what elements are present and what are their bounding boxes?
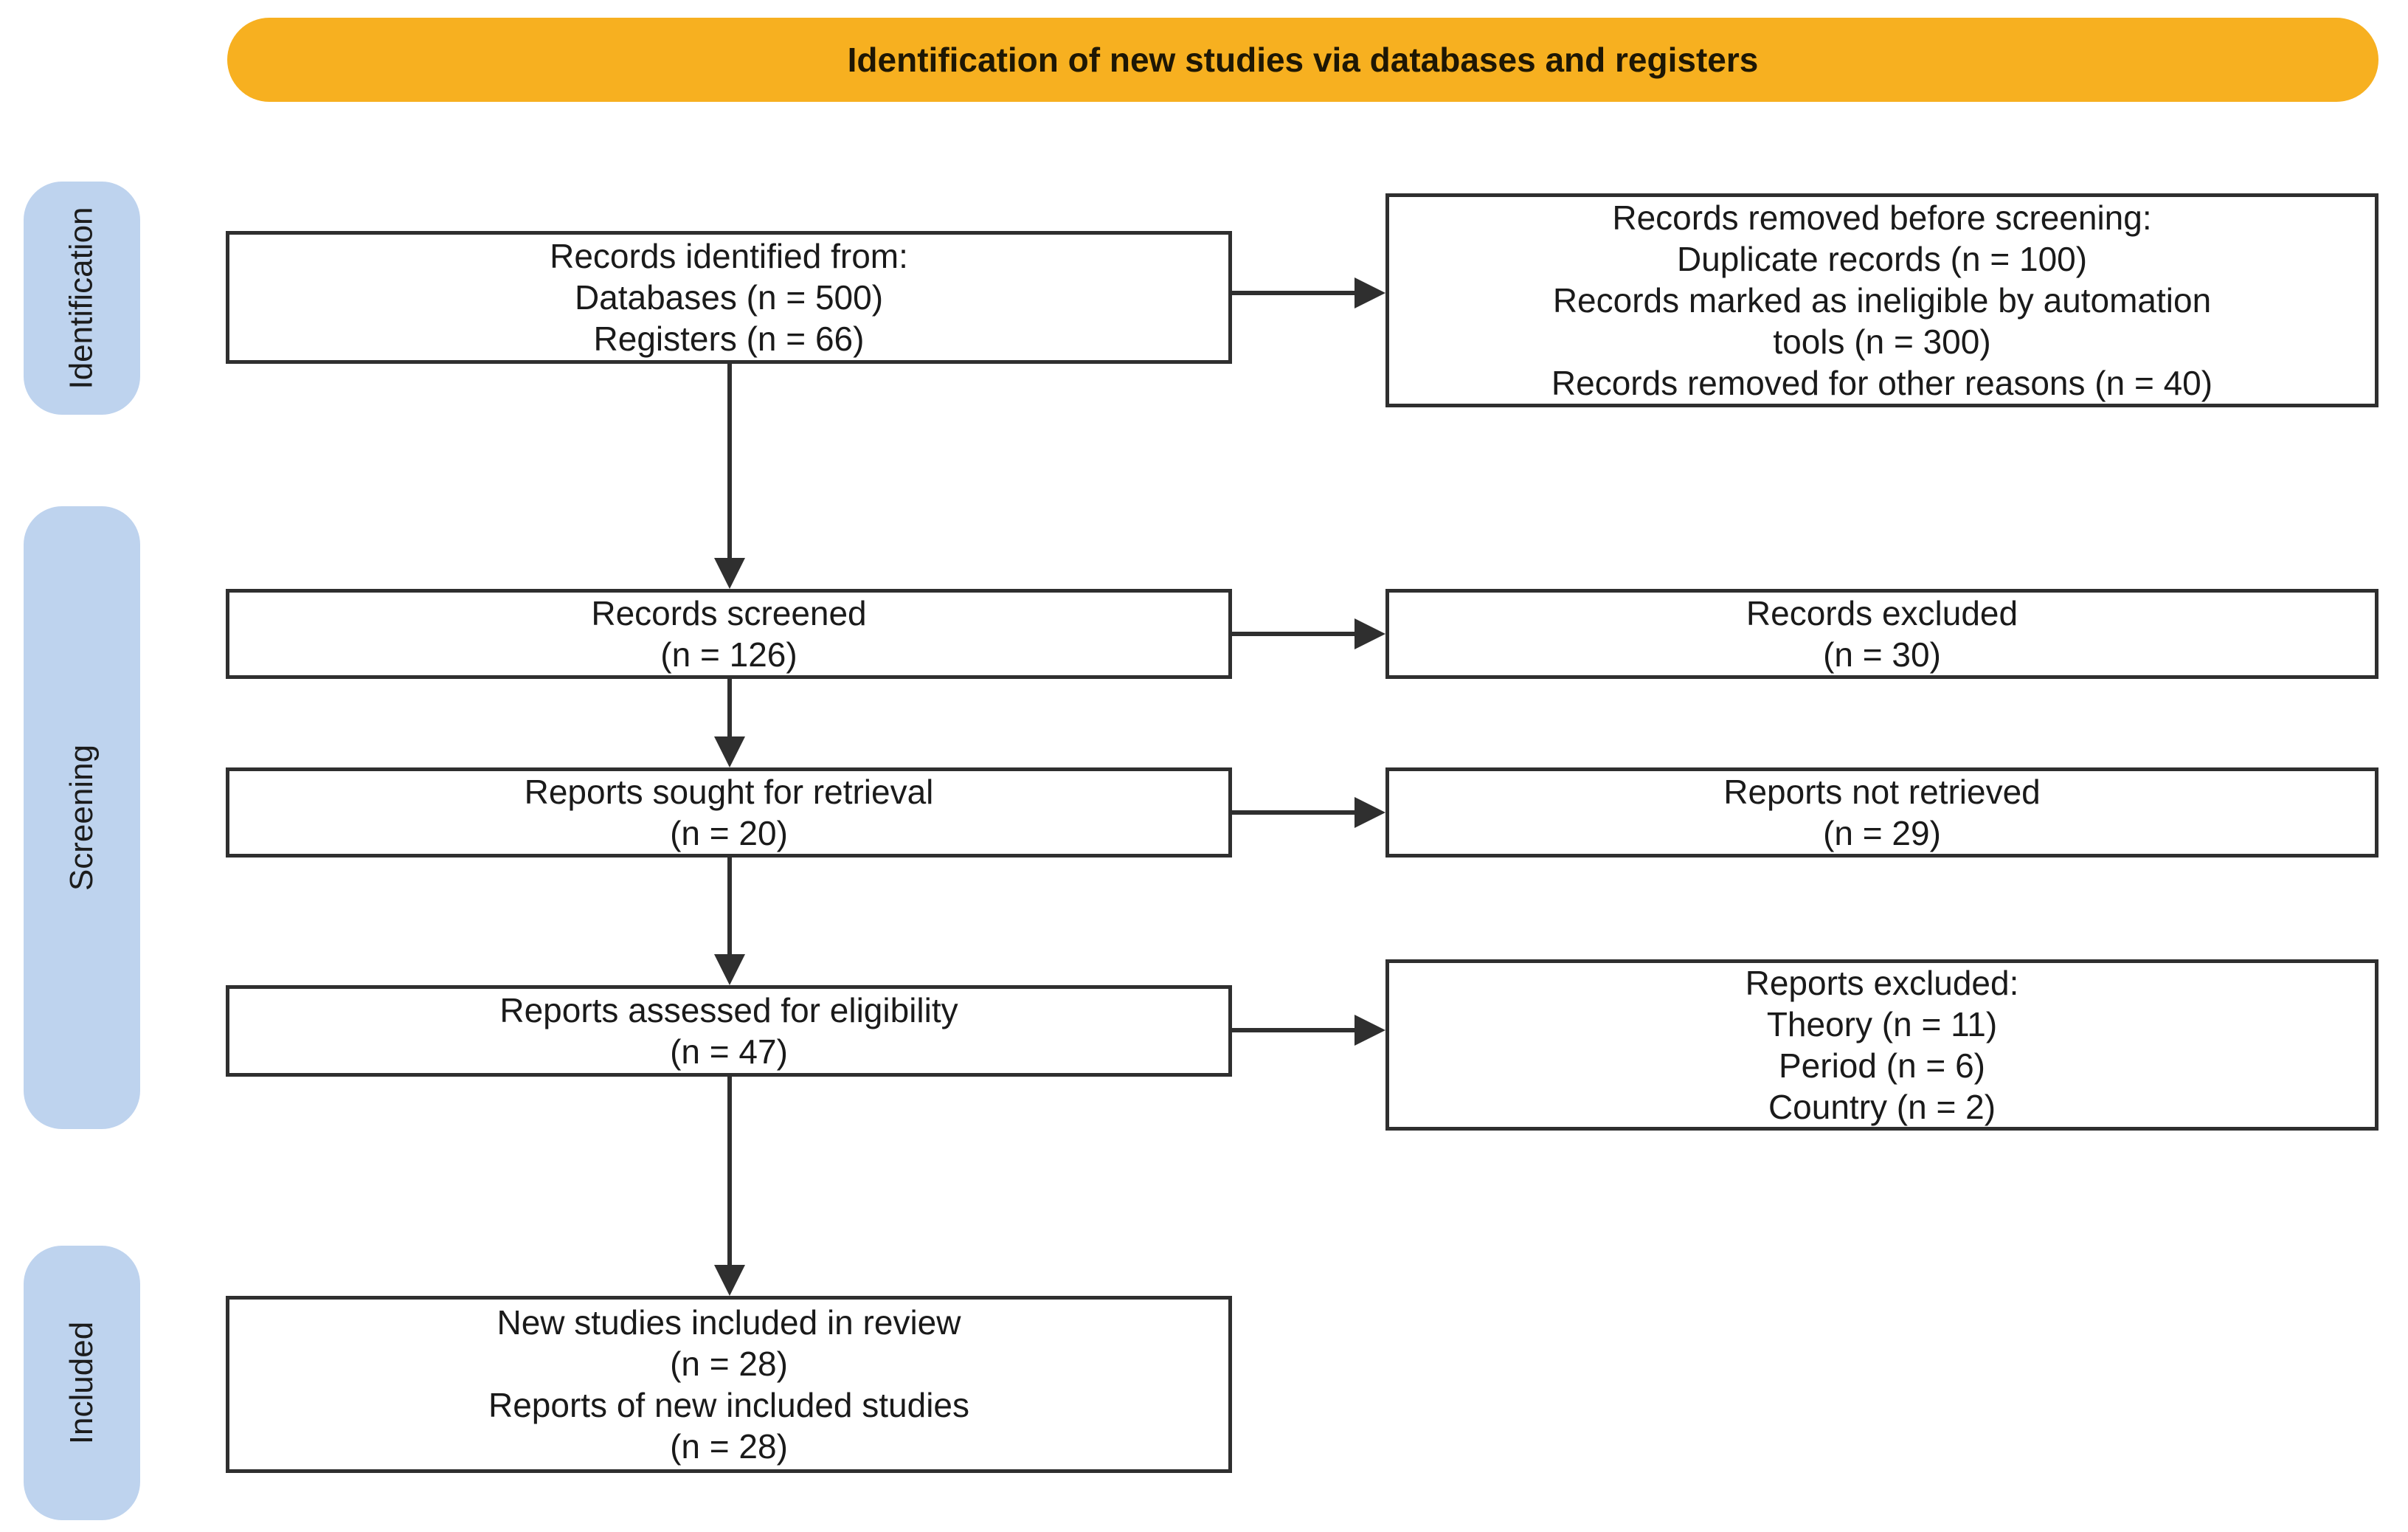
arrow-down-icon-2 — [714, 736, 745, 767]
flow-box-reports-not-retrieved: Reports not retrieved (n = 29) — [1385, 767, 2378, 858]
arrow-down-icon-1 — [714, 558, 745, 589]
arrow-line-down-3 — [727, 858, 732, 954]
flow-box-records-screened: Records screened (n = 126) — [226, 589, 1232, 679]
arrow-down-icon-3 — [714, 954, 745, 985]
arrow-line-down-4 — [727, 1077, 732, 1265]
flow-box-reports-assessed: Reports assessed for eligibility (n = 47… — [226, 985, 1232, 1077]
stage-pill-screening: Screening — [24, 506, 140, 1129]
stage-label-identification: Identification — [63, 207, 100, 390]
arrow-line-right-2 — [1232, 632, 1354, 636]
stage-pill-identification: Identification — [24, 182, 140, 415]
arrow-line-right-4 — [1232, 1028, 1354, 1032]
arrow-line-right-3 — [1232, 810, 1354, 815]
flow-box-reports-sought: Reports sought for retrieval (n = 20) — [226, 767, 1232, 858]
stage-label-included: Included — [63, 1321, 100, 1445]
arrow-right-icon-2 — [1354, 618, 1385, 649]
stage-pill-included: Included — [24, 1246, 140, 1520]
flow-box-records-removed: Records removed before screening: Duplic… — [1385, 193, 2378, 407]
arrow-right-icon-1 — [1354, 277, 1385, 308]
flow-box-new-studies-included: New studies included in review (n = 28) … — [226, 1296, 1232, 1473]
arrow-line-right-1 — [1232, 291, 1354, 295]
title-banner: Identification of new studies via databa… — [227, 18, 2378, 102]
stage-label-screening: Screening — [63, 744, 100, 891]
arrow-right-icon-4 — [1354, 1015, 1385, 1046]
flow-box-reports-excluded: Reports excluded: Theory (n = 11) Period… — [1385, 959, 2378, 1131]
arrow-down-icon-4 — [714, 1265, 745, 1296]
flow-box-records-identified: Records identified from: Databases (n = … — [226, 231, 1232, 364]
arrow-line-down-1 — [727, 364, 732, 558]
flow-box-records-excluded: Records excluded (n = 30) — [1385, 589, 2378, 679]
arrow-right-icon-3 — [1354, 797, 1385, 828]
arrow-line-down-2 — [727, 679, 732, 736]
